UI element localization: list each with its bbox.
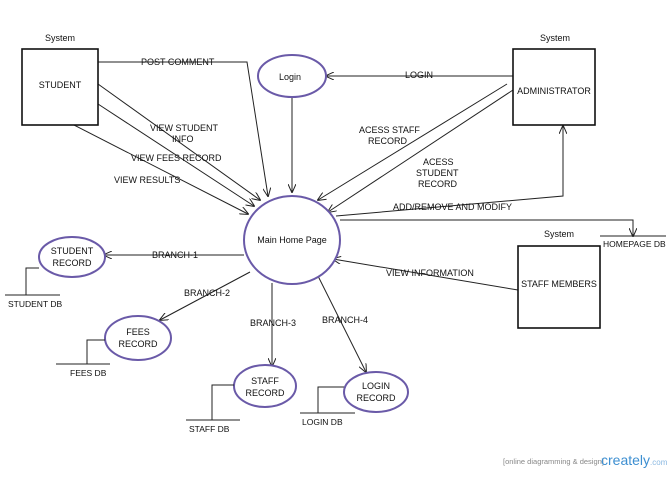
process-fees-record-line-1: FEES xyxy=(126,327,150,337)
label-post-comment: POST COMMENT xyxy=(141,57,215,67)
process-main-circle xyxy=(243,195,341,285)
label-branch-3: BRANCH-3 xyxy=(250,318,296,328)
label-view-fees-record: VIEW FEES RECORD xyxy=(131,153,222,163)
process-staff-record-line-1: STAFF xyxy=(251,376,279,386)
flow-view-information xyxy=(333,259,519,291)
label-acess-student-record-2: STUDENT xyxy=(416,168,459,178)
store-homepage-db: HOMEPAGE DB xyxy=(600,235,666,249)
process-fees-record-line-2: RECORD xyxy=(118,339,158,349)
process-login: Login xyxy=(257,54,327,98)
store-homepage-db-label: HOMEPAGE DB xyxy=(603,239,666,249)
label-view-student-info-1: VIEW STUDENT xyxy=(150,123,219,133)
store-student-db: STUDENT DB xyxy=(5,267,62,309)
store-fees-db-label: FEES DB xyxy=(70,368,107,378)
process-login-circle xyxy=(257,54,327,98)
process-main-home-page: Main Home Page xyxy=(243,195,341,285)
store-staff-db-label: STAFF DB xyxy=(189,424,230,434)
label-branch-1: BRANCH-1 xyxy=(152,250,198,260)
store-student-db-connector xyxy=(25,267,39,295)
system-staff-members-caption: System xyxy=(544,229,574,239)
flow-acess-student-record xyxy=(328,89,514,212)
process-fees-record-circle xyxy=(104,315,172,361)
process-login-label: Login xyxy=(279,72,301,82)
store-student-db-label: STUDENT DB xyxy=(8,299,62,309)
system-student-caption: System xyxy=(45,33,75,43)
store-fees-db: FEES DB xyxy=(56,339,110,378)
system-staff-members: System STAFF MEMBERS xyxy=(517,229,601,329)
label-branch-2: BRANCH-2 xyxy=(184,288,230,298)
system-student-box xyxy=(21,48,99,126)
process-student-record: STUDENT RECORD xyxy=(38,236,106,278)
branding-logo: creately.com xyxy=(601,452,668,468)
system-student-label: STUDENT xyxy=(39,80,82,90)
branding-suffix: .com xyxy=(650,458,668,467)
system-staff-members-label: STAFF MEMBERS xyxy=(521,279,597,289)
label-branch-4: BRANCH-4 xyxy=(322,315,368,325)
flow-view-results xyxy=(71,123,248,214)
process-fees-record: FEES RECORD xyxy=(104,315,172,361)
label-acess-staff-record-1: ACESS STAFF xyxy=(359,125,420,135)
system-administrator-box xyxy=(512,48,596,126)
process-staff-record-line-2: RECORD xyxy=(245,388,285,398)
process-login-record-line-1: LOGIN xyxy=(362,381,390,391)
system-administrator: System ADMINISTRATOR xyxy=(512,33,596,126)
label-view-results: VIEW RESULTS xyxy=(114,175,180,185)
process-main-label: Main Home Page xyxy=(257,235,327,245)
process-login-record-line-2: RECORD xyxy=(356,393,396,403)
store-login-db: LOGIN DB xyxy=(300,386,355,427)
process-student-record-line-1: STUDENT xyxy=(51,246,94,256)
branding-name: creately xyxy=(601,452,650,468)
flow-view-student-info xyxy=(97,83,260,200)
label-view-student-info-2: INFO xyxy=(172,134,194,144)
system-administrator-label: ADMINISTRATOR xyxy=(517,86,591,96)
flow-add-remove-modify xyxy=(335,126,563,217)
store-staff-db-connector xyxy=(211,384,234,420)
label-login: LOGIN xyxy=(405,70,433,80)
label-acess-student-record-3: RECORD xyxy=(418,179,458,189)
label-acess-staff-record-2: RECORD xyxy=(368,136,408,146)
label-view-information: VIEW INFORMATION xyxy=(386,268,474,278)
process-login-record-circle xyxy=(343,371,409,413)
flow-lines xyxy=(71,61,633,372)
store-login-db-connector xyxy=(317,386,344,413)
flow-view-fees-record xyxy=(97,103,254,206)
flow-to-homepage-db xyxy=(340,219,633,236)
process-student-record-circle xyxy=(38,236,106,278)
process-staff-record-circle xyxy=(233,364,297,408)
creately-branding: [online diagramming & design] creately.c… xyxy=(503,452,668,468)
system-staff-members-box xyxy=(517,245,601,329)
store-fees-db-connector xyxy=(86,339,105,364)
label-add-remove-modify: ADD/REMOVE AND MODIFY xyxy=(393,202,512,212)
flow-branch-4 xyxy=(317,275,366,372)
flow-branch-2 xyxy=(160,271,251,320)
flow-post-comment xyxy=(98,61,268,196)
flow-labels: POST COMMENT VIEW STUDENT INFO VIEW FEES… xyxy=(114,57,512,328)
flow-acess-staff-record xyxy=(318,83,508,200)
system-student: System STUDENT xyxy=(21,33,99,126)
process-login-record: LOGIN RECORD xyxy=(343,371,409,413)
process-student-record-line-2: RECORD xyxy=(52,258,92,268)
process-staff-record: STAFF RECORD xyxy=(233,364,297,408)
system-administrator-caption: System xyxy=(540,33,570,43)
label-acess-student-record-1: ACESS xyxy=(423,157,454,167)
branding-tagline: [online diagramming & design] xyxy=(503,457,604,466)
store-login-db-label: LOGIN DB xyxy=(302,417,343,427)
store-staff-db: STAFF DB xyxy=(186,384,240,434)
